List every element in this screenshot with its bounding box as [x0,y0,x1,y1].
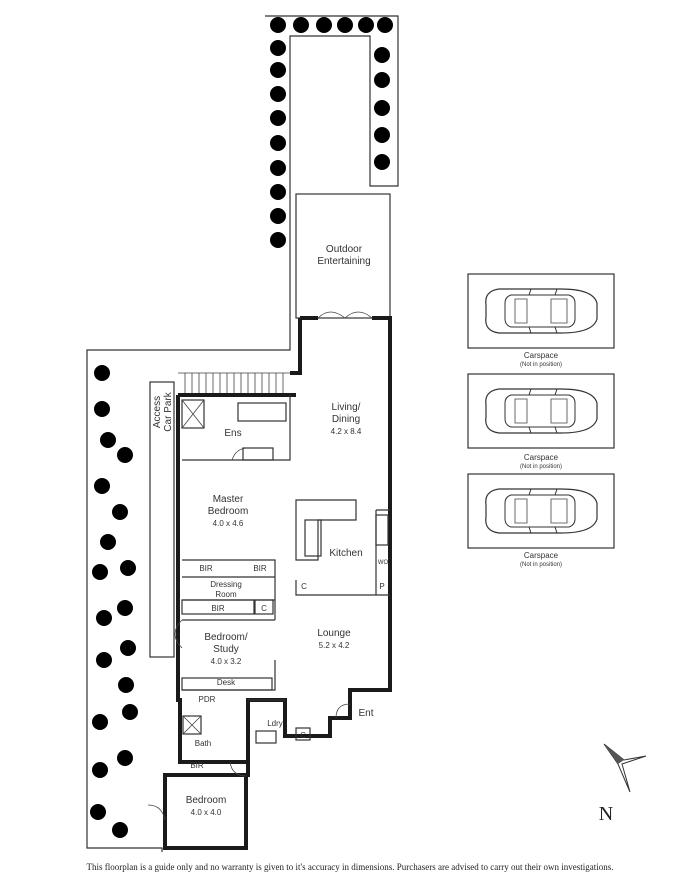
outdoor-label-line2: Entertaining [317,256,370,267]
master-label-line2: Bedroom [208,506,249,517]
c-label-3: C [300,731,306,740]
pdr-label: PDR [199,695,216,704]
bir-label-3: BIR [211,604,225,613]
master-dims: 4.0 x 4.6 [213,519,244,528]
access-label-line2: Car Park [163,391,174,431]
entry-label: Ent [358,708,373,719]
study-label-line2: Study [213,644,239,655]
p-label: P [379,582,384,591]
room-labels: Outdoor Entertaining Living/ Dining 4.2 … [152,244,388,817]
outdoor-entertaining-area [295,193,391,319]
carspace-1-note: (Not in position) [520,362,562,368]
carspace-1-label: Carspace [524,351,559,360]
site-boundary [86,15,399,852]
disclaimer-text: This floorplan is a guide only and no wa… [86,862,614,872]
living-label-line2: Dining [332,414,360,425]
north-label: N [599,803,613,825]
carspace-3-label: Carspace [524,551,559,560]
lounge-label: Lounge [317,628,351,639]
laundry-label: Ldry [267,719,283,728]
master-label-line1: Master [213,494,244,505]
outdoor-label-line1: Outdoor [326,244,363,255]
bir-label-4: BIR [190,761,204,770]
c-label-2: C [301,582,307,591]
carspace-1: Carspace (Not in position) [467,273,615,368]
bedroom-dims: 4.0 x 4.0 [191,808,222,817]
fixtures [181,399,389,744]
dressing-label-line2: Room [215,590,237,599]
ensuite-label: Ens [224,428,241,439]
c-label-1: C [261,604,267,613]
living-label-line1: Living/ [332,402,361,413]
carspace-2-note: (Not in position) [520,464,562,470]
living-dims: 4.2 x 8.4 [331,427,362,436]
carspace-2: Carspace (Not in position) [467,373,615,470]
carspace-3-note: (Not in position) [520,562,562,568]
bedroom-label: Bedroom [186,795,227,806]
carspace-2-label: Carspace [524,453,559,462]
compass-rose-icon: N [599,743,647,825]
bir-label-2: BIR [253,564,267,573]
wo-label: WO [378,560,389,566]
study-dims: 4.0 x 3.2 [211,657,242,666]
dressing-label-line1: Dressing [210,580,242,589]
access-label-line1: Access [152,396,163,428]
desk-label: Desk [217,678,236,687]
kitchen-label: Kitchen [329,548,362,559]
bath-label: Bath [195,739,211,748]
carspace-3: Carspace (Not in position) [467,473,615,568]
lounge-dims: 5.2 x 4.2 [319,641,350,650]
bir-label-1: BIR [199,564,213,573]
house-walls [163,316,392,850]
study-label-line1: Bedroom/ [204,632,248,643]
